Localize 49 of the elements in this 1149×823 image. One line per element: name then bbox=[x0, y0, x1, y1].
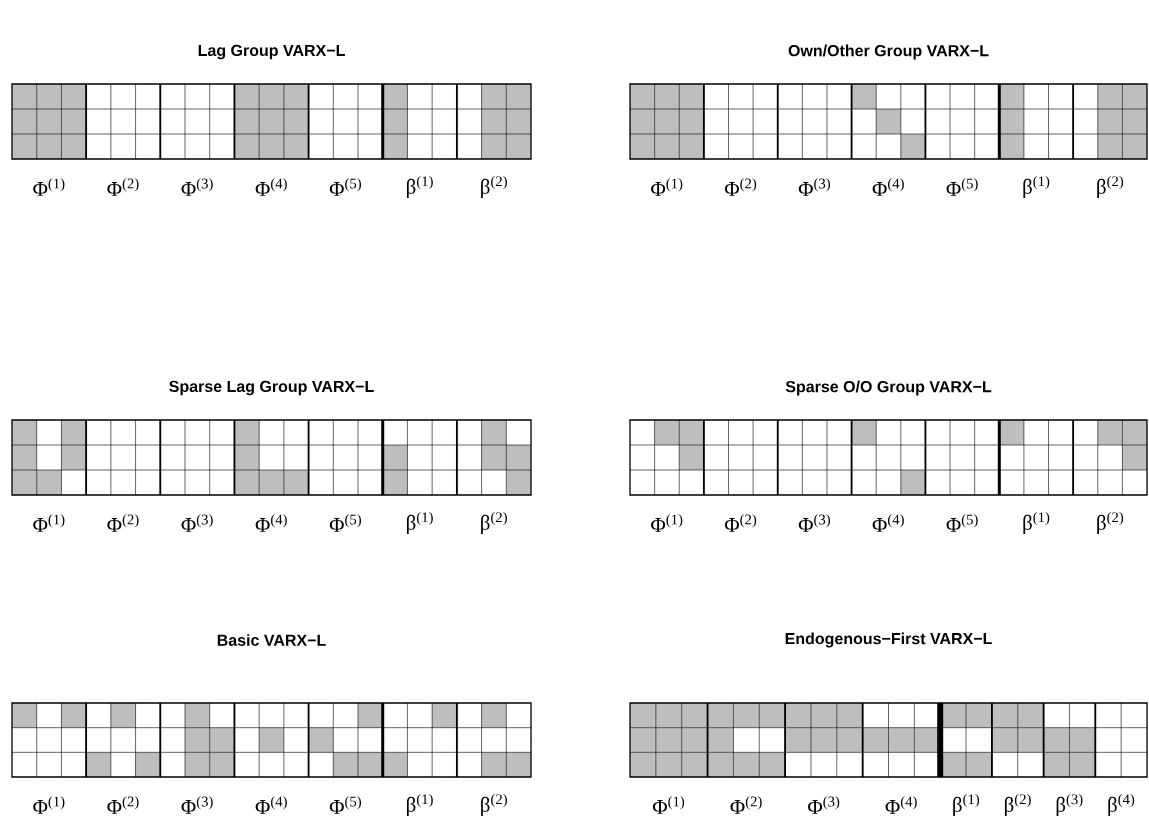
matrix-label: Φ$^{(2)}$ bbox=[724, 178, 757, 196]
panel-title: Sparse Lag Group VARX−L bbox=[169, 380, 374, 396]
matrix-label: Φ$^{(3)}$ bbox=[798, 178, 830, 196]
matrix-label: β$^{(1)}$ bbox=[953, 793, 980, 817]
matrix-label: Φ$^{(1)}$ bbox=[33, 796, 65, 814]
matrix-label: β$^{(2)}$ bbox=[1097, 511, 1124, 535]
matrix-label: Φ$^{(1)}$ bbox=[651, 178, 683, 196]
matrix-label: β$^{(1)}$ bbox=[407, 511, 433, 535]
matrix-label: Φ$^{(1)}$ bbox=[652, 796, 685, 814]
matrix-label: β$^{(2)}$ bbox=[481, 511, 507, 535]
panel-title: Sparse O/O Group VARX−L bbox=[785, 380, 992, 396]
matrix-label: β$^{(2)}$ bbox=[1097, 175, 1124, 199]
panel-title: Endogenous−First VARX−L bbox=[785, 632, 992, 648]
matrix-label: Φ$^{(2)}$ bbox=[107, 796, 139, 814]
matrix-label: Φ$^{(1)}$ bbox=[651, 514, 683, 532]
panel-title: Basic VARX−L bbox=[217, 634, 326, 646]
matrix-label: Φ$^{(3)}$ bbox=[808, 796, 840, 814]
matrix-label: Φ$^{(5)}$ bbox=[946, 514, 978, 532]
matrix-label: β$^{(2)}$ bbox=[481, 175, 507, 199]
matrix-label: Φ$^{(2)}$ bbox=[724, 514, 757, 532]
matrix-label: β$^{(3)}$ bbox=[1056, 793, 1083, 817]
matrix-label: Φ$^{(4)}$ bbox=[255, 514, 287, 532]
matrix-label: β$^{(2)}$ bbox=[481, 793, 507, 817]
matrix-label: Φ$^{(5)}$ bbox=[329, 796, 361, 814]
matrix-label: β$^{(1)}$ bbox=[1023, 175, 1050, 199]
matrix-label: β$^{(1)}$ bbox=[407, 175, 433, 199]
matrix-label: Φ$^{(1)}$ bbox=[33, 178, 65, 196]
matrix-label: Φ$^{(2)}$ bbox=[107, 514, 139, 532]
matrix-label: β$^{(2)}$ bbox=[1004, 793, 1031, 817]
panel-title: Own/Other Group VARX−L bbox=[788, 44, 989, 60]
matrix-label: Φ$^{(5)}$ bbox=[329, 178, 361, 196]
matrix-label: Φ$^{(4)}$ bbox=[872, 514, 904, 532]
matrix-label: Φ$^{(4)}$ bbox=[255, 796, 287, 814]
matrix-label: Φ$^{(5)}$ bbox=[946, 178, 978, 196]
matrix-label: β$^{(1)}$ bbox=[407, 793, 433, 817]
matrix-label: Φ$^{(3)}$ bbox=[181, 796, 213, 814]
matrix-label: Φ$^{(2)}$ bbox=[107, 178, 139, 196]
matrix-label: β$^{(1)}$ bbox=[1023, 511, 1050, 535]
panel-title: Lag Group VARX−L bbox=[198, 44, 345, 60]
matrix-label: Φ$^{(4)}$ bbox=[255, 178, 287, 196]
matrix-label: Φ$^{(5)}$ bbox=[329, 514, 361, 532]
matrix-label: Φ$^{(3)}$ bbox=[798, 514, 830, 532]
matrix-label: Φ$^{(4)}$ bbox=[872, 178, 904, 196]
matrix-label: Φ$^{(1)}$ bbox=[33, 514, 65, 532]
matrix-label: Φ$^{(3)}$ bbox=[181, 514, 213, 532]
matrix-label: Φ$^{(4)}$ bbox=[885, 796, 917, 814]
matrix-label: Φ$^{(2)}$ bbox=[730, 796, 762, 814]
matrix-label: β$^{(4)}$ bbox=[1108, 793, 1135, 817]
matrix-label: Φ$^{(3)}$ bbox=[181, 178, 213, 196]
